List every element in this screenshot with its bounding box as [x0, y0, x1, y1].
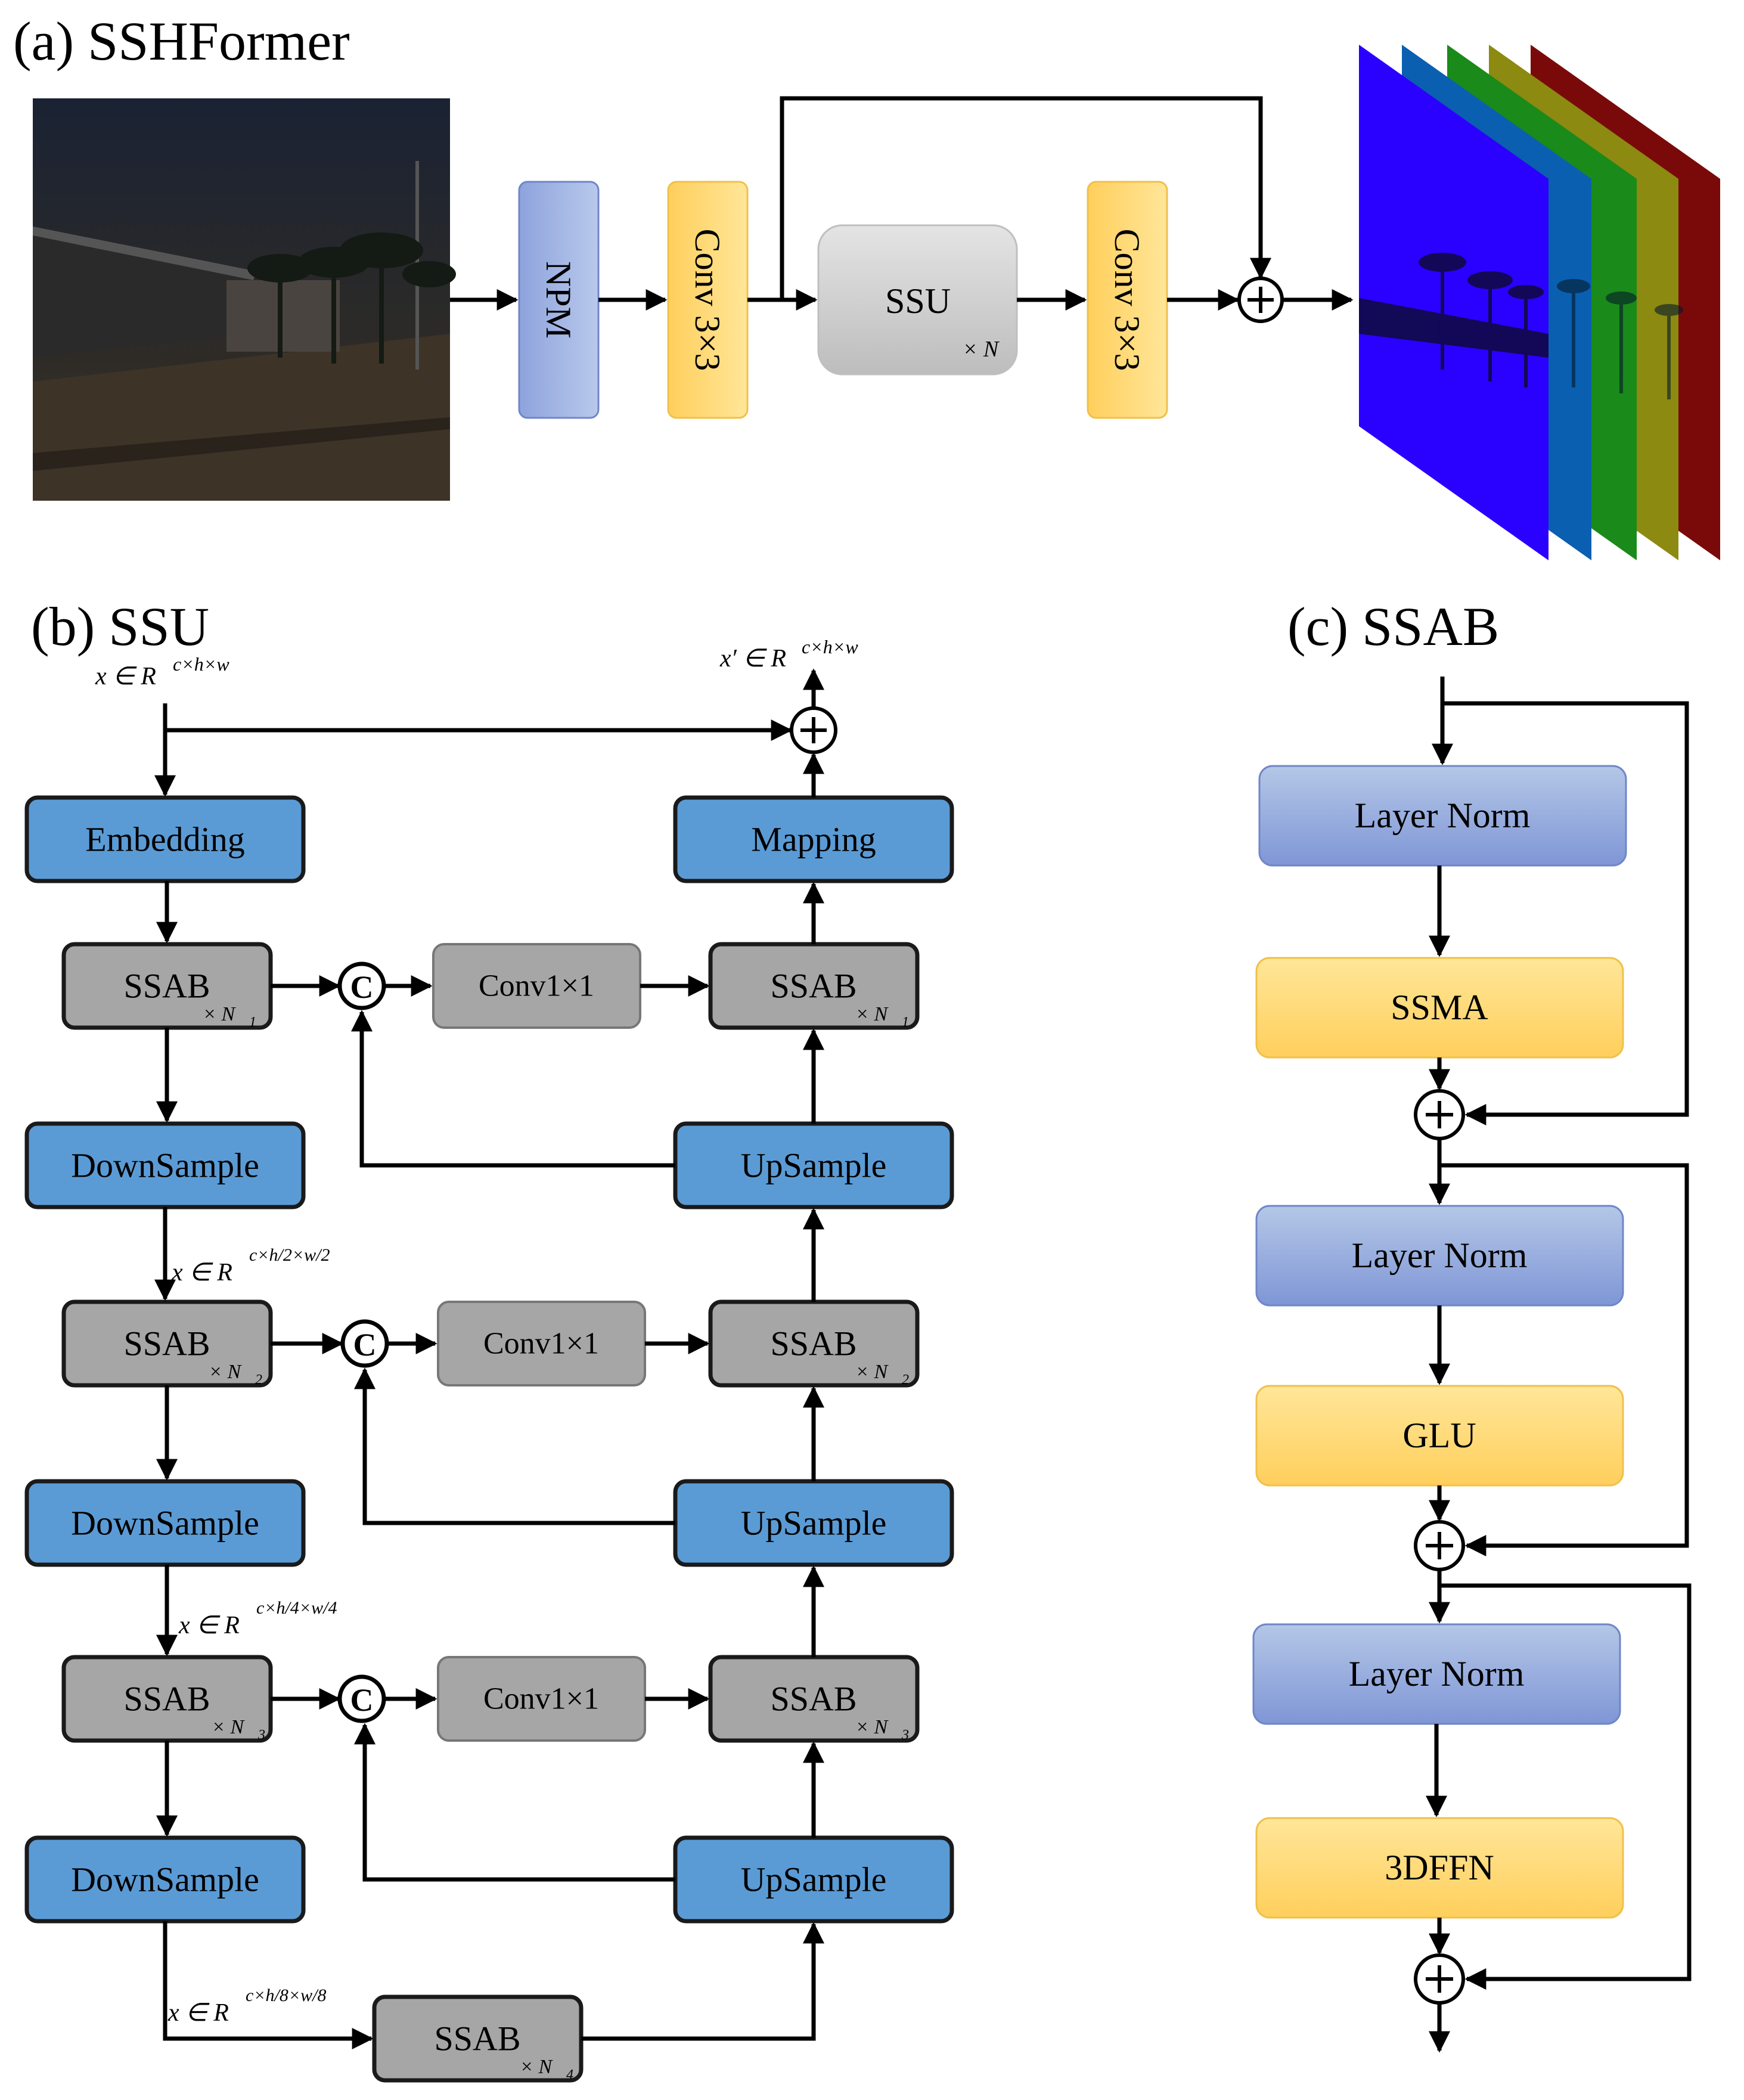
- dim-label-1-sup: c×h/2×w/2: [249, 1245, 330, 1265]
- ssab-dec-3-label: SSAB: [770, 1680, 857, 1719]
- concat-node-1-label: C: [350, 969, 374, 1005]
- dim-label-3-sup: c×h/8×w/8: [246, 1986, 326, 2005]
- conv1x1-2-label: Conv1×1: [483, 1327, 599, 1361]
- dim-label-2-sup: c×h/4×w/4: [256, 1598, 337, 1618]
- ssab-dec-3-n: × N: [855, 1716, 889, 1738]
- ssu-repeat: × N: [963, 337, 1000, 362]
- plus-node-c-3: [1414, 1953, 1465, 2005]
- ssab-bottleneck-n-sub: 4: [566, 2067, 573, 2083]
- layer-norm-2-label: Layer Norm: [1352, 1236, 1528, 1275]
- conv1x1-3-label: Conv1×1: [483, 1682, 599, 1716]
- conv1x1-1-label: Conv1×1: [479, 969, 594, 1003]
- upsample-2-label: UpSample: [741, 1504, 887, 1543]
- ssab-dec-1-n: × N: [855, 1003, 889, 1025]
- ssab-enc-1-n-sub: 1: [249, 1015, 256, 1030]
- layer-norm-3-label: Layer Norm: [1349, 1654, 1525, 1693]
- dim-label-2: x ∈ R: [178, 1612, 240, 1639]
- spectral-output-stack: [1359, 45, 1720, 560]
- concat-node-2: C: [340, 1319, 389, 1368]
- ssab-enc-1-n: × N: [203, 1003, 236, 1025]
- dim-label-3: x ∈ R: [167, 1999, 229, 2027]
- plus-node-c-2: [1414, 1520, 1465, 1571]
- npm-label: NPM: [539, 261, 578, 339]
- downsample-1-label: DownSample: [71, 1146, 259, 1185]
- panel-a-title: (a) SSHFormer: [13, 11, 350, 72]
- ssab-enc-2-n-sub: 2: [255, 1372, 262, 1388]
- glu-label: GLU: [1402, 1416, 1476, 1455]
- mapping-label: Mapping: [751, 820, 876, 859]
- ffn-label: 3DFFN: [1385, 1848, 1494, 1887]
- panel-b-arrows: [154, 668, 824, 2049]
- concat-node-3-label: C: [350, 1682, 374, 1718]
- downsample-3-label: DownSample: [71, 1860, 259, 1899]
- ssab-enc-3-n-sub: 3: [257, 1727, 265, 1743]
- panel-b-title: (b) SSU: [31, 596, 209, 657]
- ssab-dec-2-label: SSAB: [770, 1324, 857, 1363]
- panel-a-arrows: [450, 96, 1354, 311]
- upsample-3-label: UpSample: [741, 1860, 887, 1899]
- output-dim-label: x′ ∈ R: [719, 645, 786, 672]
- output-dim-sup: c×h×w: [802, 636, 858, 657]
- layer-norm-1-label: Layer Norm: [1355, 796, 1531, 835]
- ssab-dec-1-label: SSAB: [770, 967, 857, 1006]
- ssab-dec-1-n-sub: 1: [902, 1015, 909, 1030]
- ssma-label: SSMA: [1391, 988, 1488, 1027]
- concat-node-3: C: [337, 1674, 386, 1723]
- input-image: [33, 98, 456, 501]
- ssab-bottleneck-n: × N: [520, 2056, 553, 2078]
- ssab-enc-1-label: SSAB: [123, 967, 210, 1006]
- plus-node-c-1: [1414, 1089, 1465, 1140]
- concat-node-1: C: [337, 961, 386, 1010]
- dim-label-1: x ∈ R: [171, 1259, 232, 1286]
- ssu-label: SSU: [885, 281, 951, 321]
- ssab-dec-3-n-sub: 3: [901, 1727, 909, 1743]
- input-dim-sup: c×h×w: [173, 653, 229, 675]
- ssab-enc-2-label: SSAB: [123, 1324, 210, 1363]
- concat-node-2-label: C: [353, 1327, 377, 1363]
- layer-norm-1: [1258, 765, 1627, 867]
- plus-node-a: [1237, 277, 1284, 323]
- conv-out-label: Conv 3×3: [1107, 229, 1147, 371]
- plus-node-b: [790, 706, 837, 754]
- conv-in-label: Conv 3×3: [688, 229, 727, 371]
- ssab-enc-3-n: × N: [212, 1716, 245, 1738]
- panel-c-title: (c) SSAB: [1287, 596, 1499, 657]
- panel-c-arrows: [1426, 677, 1692, 2053]
- downsample-2-label: DownSample: [71, 1504, 259, 1543]
- ssab-dec-2-n-sub: 2: [902, 1372, 909, 1388]
- upsample-1-label: UpSample: [741, 1146, 887, 1185]
- ssab-bottleneck-label: SSAB: [434, 2020, 520, 2058]
- input-dim-label: x ∈ R: [95, 663, 156, 690]
- ssab-enc-3-label: SSAB: [123, 1680, 210, 1719]
- embedding-label: Embedding: [85, 820, 244, 859]
- ssab-dec-2-n: × N: [855, 1361, 889, 1383]
- ssab-enc-2-n: × N: [209, 1361, 242, 1383]
